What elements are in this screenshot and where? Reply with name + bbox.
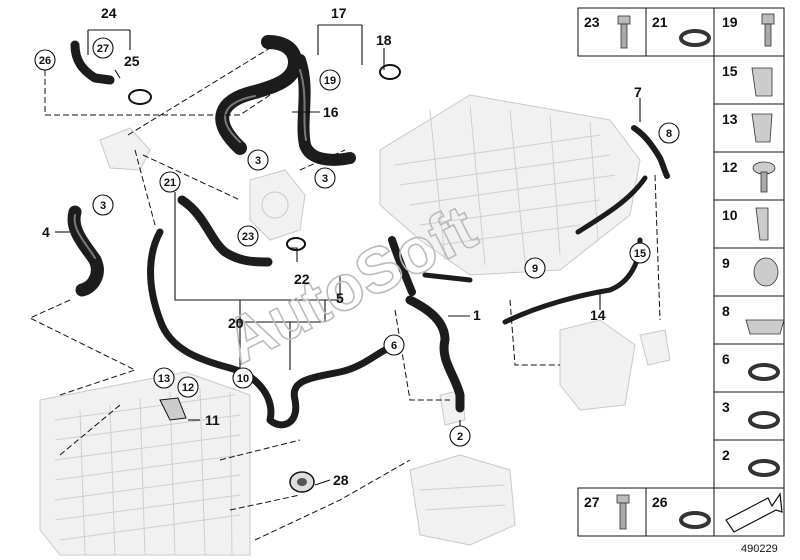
callout-3-circle-b: 3 xyxy=(314,167,336,189)
expansion-tank xyxy=(559,319,671,411)
water-pump xyxy=(249,169,306,241)
panel-column: 15 13 12 10 9 8 6 3 2 xyxy=(713,55,785,489)
part-18-o-ring xyxy=(379,64,401,80)
svg-text:27: 27 xyxy=(584,494,600,510)
callout-24: 24 xyxy=(101,5,117,21)
callout-20: 20 xyxy=(228,315,244,331)
callout-13-circle: 13 xyxy=(153,367,175,389)
radiator xyxy=(39,371,251,556)
svg-text:2: 2 xyxy=(457,431,463,443)
svg-text:23: 23 xyxy=(242,231,254,243)
thermostat-housing xyxy=(99,127,151,171)
part-25-o-ring xyxy=(128,89,152,105)
panel-cell-19: 19 xyxy=(713,7,785,57)
callout-21-circle: 21 xyxy=(159,171,181,193)
hose-21-bypass xyxy=(177,195,273,267)
callout-3-circle-c: 3 xyxy=(92,194,114,216)
callout-12-circle: 12 xyxy=(177,376,199,398)
callout-5: 5 xyxy=(336,290,344,306)
panel-cell-12: 12 xyxy=(722,159,738,175)
panel-cell-15: 15 xyxy=(722,63,738,79)
panel-cell-13: 13 xyxy=(722,111,738,127)
callout-26-circle: 26 xyxy=(34,49,56,71)
engine-block xyxy=(379,94,641,276)
assembly-lines xyxy=(28,44,661,541)
panel-cell-3: 3 xyxy=(722,399,730,415)
svg-text:26: 26 xyxy=(652,494,668,510)
callout-1: 1 xyxy=(473,307,481,323)
svg-text:12: 12 xyxy=(182,382,194,394)
callout-3-circle-a: 3 xyxy=(247,149,269,171)
panel-cell-23: 23 xyxy=(577,7,647,57)
svg-text:6: 6 xyxy=(391,340,397,352)
part-28-grommet xyxy=(289,471,315,493)
panel-cell-6: 6 xyxy=(722,351,730,367)
callout-22: 22 xyxy=(294,271,310,287)
callout-7: 7 xyxy=(634,84,642,100)
svg-text:23: 23 xyxy=(584,14,600,30)
parts-panel: 23 21 19 15 13 12 10 xyxy=(577,7,785,537)
callout-14: 14 xyxy=(590,307,606,323)
svg-text:13: 13 xyxy=(158,373,170,385)
svg-text:19: 19 xyxy=(324,75,336,87)
svg-text:21: 21 xyxy=(652,14,668,30)
transmission-oil-cooler xyxy=(409,454,516,546)
svg-text:19: 19 xyxy=(722,14,738,30)
panel-cell-arrow xyxy=(713,487,785,537)
hose-16 xyxy=(215,35,356,166)
callout-18: 18 xyxy=(376,32,392,48)
svg-text:15: 15 xyxy=(634,248,646,260)
svg-text:3: 3 xyxy=(255,155,261,167)
part-22-o-ring xyxy=(286,237,306,251)
callout-6-circle: 6 xyxy=(383,334,405,356)
panel-cell-2: 2 xyxy=(722,447,730,463)
svg-text:3: 3 xyxy=(100,200,106,212)
panel-cell-10: 10 xyxy=(722,207,738,223)
svg-text:9: 9 xyxy=(532,263,538,275)
callout-19-circle: 19 xyxy=(319,69,341,91)
callout-15-circle: 15 xyxy=(629,242,651,264)
leader-lines xyxy=(55,24,641,486)
svg-text:10: 10 xyxy=(237,373,249,385)
part-24-connector xyxy=(70,40,115,85)
callout-23-circle: 23 xyxy=(237,225,259,247)
callout-4: 4 xyxy=(42,224,50,240)
callout-28: 28 xyxy=(333,472,349,488)
callout-25: 25 xyxy=(124,53,140,69)
hose-1 xyxy=(388,236,473,413)
panel-cell-8: 8 xyxy=(722,303,730,319)
svg-text:27: 27 xyxy=(97,43,109,55)
callout-16: 16 xyxy=(323,104,339,120)
direction-arrow-icon xyxy=(725,492,783,533)
panel-cell-21: 21 xyxy=(645,7,715,57)
callout-labels: 24 25 17 18 16 4 22 5 20 1 14 7 11 28 xyxy=(42,5,642,488)
reference-number: 490229 xyxy=(741,543,778,555)
hose-7-8 xyxy=(631,125,670,179)
panel-cell-9: 9 xyxy=(722,255,730,271)
hose-4 xyxy=(67,205,104,297)
panel-cell-27: 27 xyxy=(577,487,647,537)
svg-text:21: 21 xyxy=(164,177,176,189)
svg-text:26: 26 xyxy=(39,55,51,67)
hose-10 xyxy=(147,228,389,429)
callout-9-circle: 9 xyxy=(524,257,546,279)
svg-text:8: 8 xyxy=(666,128,672,140)
callout-8-circle: 8 xyxy=(658,122,680,144)
callout-2-circle: 2 xyxy=(449,425,471,447)
callout-27-circle: 27 xyxy=(92,37,114,59)
callout-11: 11 xyxy=(205,412,220,428)
callout-10-circle: 10 xyxy=(232,367,254,389)
part-11-bracket xyxy=(159,397,187,421)
svg-text:3: 3 xyxy=(322,173,328,185)
callout-17: 17 xyxy=(331,5,347,21)
panel-cell-26: 26 xyxy=(645,487,715,537)
